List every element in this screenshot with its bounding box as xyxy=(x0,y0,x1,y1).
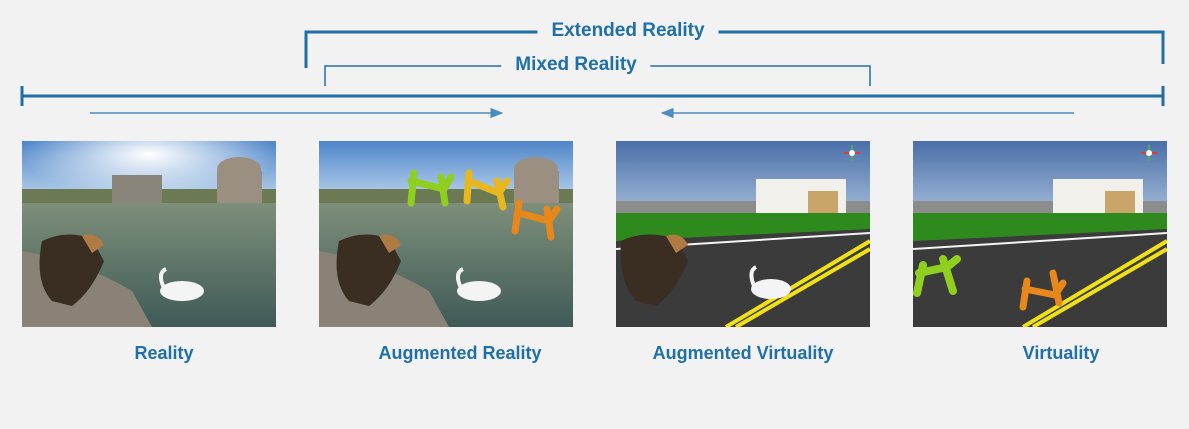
caption-augmented-reality: Augmented Reality xyxy=(378,343,542,363)
reality-image xyxy=(22,141,276,327)
balloon-animal-orange xyxy=(511,199,561,241)
scene-gizmo xyxy=(1141,145,1157,161)
caption-augmented-virtuality: Augmented Virtuality xyxy=(652,343,834,363)
caption-virtuality: Virtuality xyxy=(1022,343,1100,363)
continuum-line xyxy=(20,86,1165,106)
extended-reality-label: Extended Reality xyxy=(537,20,719,42)
balloon-animal-green xyxy=(913,255,961,297)
balloon-animal-green xyxy=(407,169,455,207)
mixed-reality-label: Mixed Reality xyxy=(501,54,651,76)
virtuality-image xyxy=(913,141,1167,327)
balloon-animal-orange xyxy=(1019,269,1067,311)
extended-reality-bracket xyxy=(304,30,1165,68)
scene-gizmo xyxy=(844,145,860,161)
balloon-animal-yellow xyxy=(463,169,511,211)
augmented-reality-image xyxy=(319,141,573,327)
caption-reality: Reality xyxy=(134,343,194,363)
augmented-virtuality-image xyxy=(616,141,870,327)
